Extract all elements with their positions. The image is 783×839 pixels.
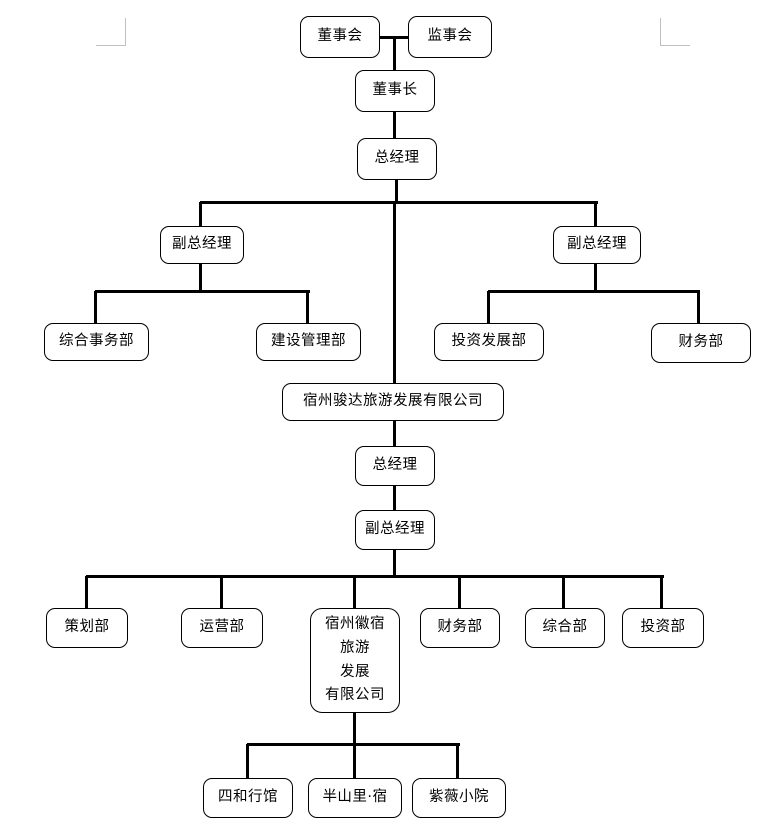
c-gm2-dgm2 [392, 486, 396, 511]
c-tier1-left-dn [198, 202, 202, 226]
c-huisu-down [352, 713, 356, 745]
c-bot-4 [457, 576, 461, 609]
c-bot-5 [561, 576, 565, 609]
c-dgmR-bus [488, 289, 700, 293]
node-dept_invest[interactable]: 投资部 [622, 608, 704, 648]
node-supervisors[interactable]: 监事会 [408, 16, 492, 58]
c-center-junda [392, 202, 396, 383]
node-dgm2[interactable]: 副总经理 [355, 510, 435, 550]
node-hotel_ziwei[interactable]: 紫薇小院 [412, 778, 506, 818]
c-hotel-1 [245, 744, 249, 779]
c-dgmR-c1 [486, 291, 490, 323]
c-dgmL-down [198, 264, 202, 292]
c-gm1-down [394, 180, 398, 203]
c-hotel-3 [455, 744, 459, 779]
c-tier1-right-dn [593, 202, 597, 226]
c-bot-2 [219, 576, 223, 609]
node-dept_operations[interactable]: 运营部 [181, 608, 263, 648]
node-company_junda[interactable]: 宿州骏达旅游发展有限公司 [282, 383, 504, 421]
c-dgmL-c2 [305, 291, 309, 323]
node-gm2[interactable]: 总经理 [355, 446, 435, 486]
c-bot-3 [352, 576, 356, 609]
c-dgmL-c1 [93, 291, 97, 323]
mark-top-left [96, 18, 126, 46]
node-hotel_sihe[interactable]: 四和行馆 [203, 778, 293, 818]
c-chairman-gm1 [392, 112, 396, 138]
c-dgmR-down [593, 264, 597, 292]
mark-top-right [660, 18, 690, 46]
node-dept_general_affairs[interactable]: 综合事务部 [44, 323, 149, 361]
node-dept_finance2[interactable]: 财务部 [420, 608, 500, 648]
mark-top-right-horizontal [660, 44, 690, 46]
c-dgmR-c2 [696, 291, 700, 323]
node-chairman[interactable]: 董事长 [355, 70, 435, 112]
c-dgmL-bus [95, 289, 310, 293]
c-bot-6 [659, 576, 663, 609]
node-dept_invest_dev[interactable]: 投资发展部 [434, 323, 544, 361]
c-bot-1 [84, 576, 88, 609]
node-dept_planning[interactable]: 策划部 [46, 608, 128, 648]
node-dgm_left[interactable]: 副总经理 [160, 226, 244, 264]
mark-top-left-vertical [124, 18, 126, 46]
c-tier1-bus [200, 200, 598, 204]
node-dgm_right[interactable]: 副总经理 [553, 226, 641, 264]
c-board-down [392, 37, 396, 70]
c-hotel-2 [352, 744, 356, 779]
node-dept_general[interactable]: 综合部 [525, 608, 605, 648]
node-gm1[interactable]: 总经理 [357, 138, 437, 180]
c-dgm2-down [392, 550, 396, 577]
node-company_huisu[interactable]: 宿州徽宿 旅游 发展 有限公司 [310, 608, 400, 713]
c-bot-bus [86, 574, 664, 578]
node-hotel_banshan[interactable]: 半山里·宿 [308, 778, 402, 818]
node-dept_finance_top[interactable]: 财务部 [651, 323, 751, 363]
node-dept_construction[interactable]: 建设管理部 [256, 323, 361, 361]
mark-top-left-horizontal [96, 44, 126, 46]
c-junda-gm2 [392, 421, 396, 447]
node-board[interactable]: 董事会 [300, 16, 380, 58]
mark-top-right-vertical [660, 18, 662, 46]
